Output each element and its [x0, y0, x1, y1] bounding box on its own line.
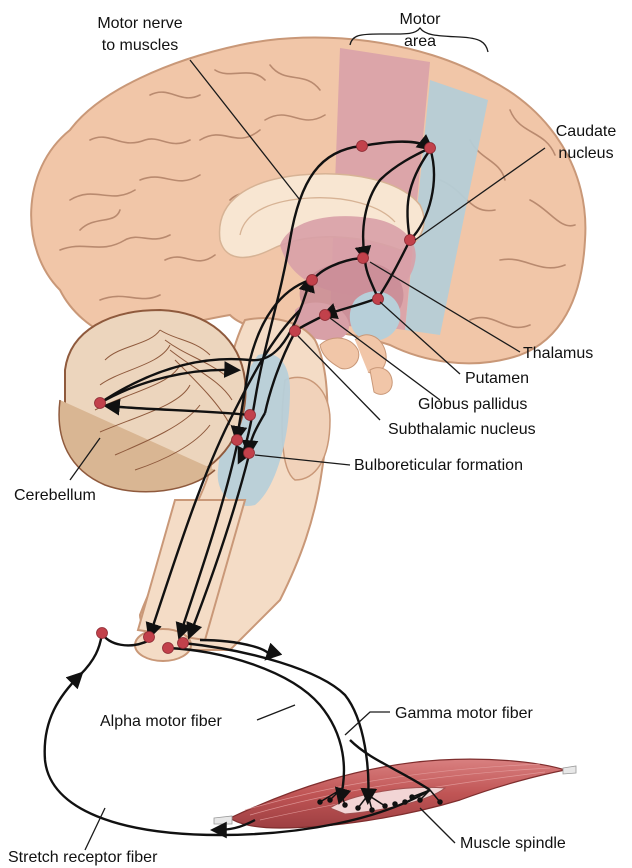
node-thalamus-2	[307, 275, 318, 286]
node-cerebellum	[95, 398, 106, 409]
label-globus-pallidus: Globus pallidus	[418, 396, 527, 413]
label-putamen: Putamen	[465, 370, 529, 387]
node-spinal-1	[144, 632, 155, 643]
node-bulbo-1	[245, 410, 256, 421]
label-caudate-line2: nucleus	[558, 145, 613, 162]
label-bulboreticular-formation: Bulboreticular formation	[354, 457, 523, 474]
label-muscle-spindle: Muscle spindle	[460, 835, 566, 852]
label-motor-nerve-line1: Motor nerve	[97, 15, 182, 32]
node-subthalamic	[290, 326, 301, 337]
label-motor-area-line1: Motor	[400, 11, 442, 28]
node-motor-area-1	[357, 141, 368, 152]
label-stretch-receptor-fiber: Stretch receptor fiber	[8, 849, 158, 866]
node-bulbo-2	[232, 435, 243, 446]
label-alpha-motor-fiber: Alpha motor fiber	[100, 713, 223, 730]
label-caudate-line1: Caudate	[556, 123, 617, 140]
label-motor-area-line2: area	[404, 33, 436, 50]
node-bulbo-3	[244, 448, 255, 459]
node-caudate	[405, 235, 416, 246]
node-motor-area-2	[425, 143, 436, 154]
label-cerebellum: Cerebellum	[14, 487, 96, 504]
midbrain-structures	[320, 335, 392, 395]
node-thalamus	[358, 253, 369, 264]
node-stretch	[97, 628, 108, 639]
node-spinal-2	[163, 643, 174, 654]
node-spinal-3	[178, 638, 189, 649]
label-thalamus: Thalamus	[523, 345, 593, 362]
label-subthalamic-nucleus: Subthalamic nucleus	[388, 421, 536, 438]
node-globus-pallidus	[320, 310, 331, 321]
label-gamma-motor-fiber: Gamma motor fiber	[395, 705, 533, 722]
label-motor-nerve-line2: to muscles	[102, 37, 178, 54]
